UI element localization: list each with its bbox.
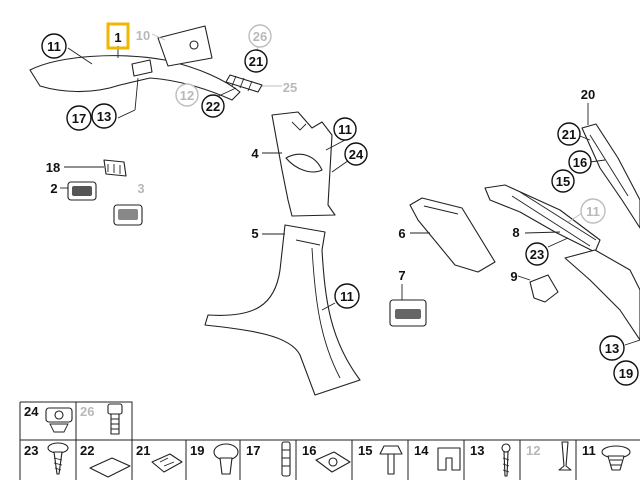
legend-16-nut-icon bbox=[315, 451, 351, 473]
callout-24[interactable]: 24 bbox=[349, 147, 364, 162]
legend-12-pin-icon bbox=[558, 441, 572, 471]
callout-25[interactable]: 25 bbox=[283, 80, 297, 95]
legend-12: 12 bbox=[526, 443, 540, 458]
callout-6[interactable]: 6 bbox=[398, 226, 405, 241]
callout-10[interactable]: 10 bbox=[136, 28, 150, 43]
legend-22: 22 bbox=[80, 443, 94, 458]
callout-19[interactable]: 19 bbox=[619, 366, 633, 381]
callout-5[interactable]: 5 bbox=[251, 226, 258, 241]
legend-17-pin-icon bbox=[281, 441, 291, 477]
legend-23: 23 bbox=[24, 443, 38, 458]
callout-11-low[interactable]: 11 bbox=[340, 289, 354, 304]
part-18-clip bbox=[103, 159, 127, 177]
legend-table: 24 26 23 22 21 19 bbox=[19, 401, 640, 480]
part-20-pillar bbox=[581, 123, 640, 229]
legend-14: 14 bbox=[414, 443, 429, 458]
legend-16: 16 bbox=[302, 443, 316, 458]
legend-13: 13 bbox=[470, 443, 484, 458]
part-1-trim bbox=[29, 25, 263, 101]
callout-21-top[interactable]: 21 bbox=[249, 54, 263, 69]
part-3-switch bbox=[113, 204, 143, 226]
callout-15[interactable]: 15 bbox=[556, 174, 570, 189]
legend-24: 24 bbox=[24, 404, 39, 419]
legend-23-screw-icon bbox=[47, 442, 69, 475]
legend-26-screw-icon bbox=[107, 403, 123, 435]
legend-21-clip-icon bbox=[151, 453, 183, 473]
part-5-pillar-lower bbox=[204, 224, 361, 396]
callout-16[interactable]: 16 bbox=[573, 155, 587, 170]
legend-19-rivet-icon bbox=[213, 443, 239, 475]
legend-15: 15 bbox=[358, 443, 372, 458]
legend-22-pad-icon bbox=[89, 457, 131, 478]
legend-21: 21 bbox=[136, 443, 150, 458]
callout-3[interactable]: 3 bbox=[137, 181, 144, 196]
callout-12-top[interactable]: 12 bbox=[180, 88, 194, 103]
callout-1[interactable]: 1 bbox=[114, 30, 121, 45]
callout-4[interactable]: 4 bbox=[251, 146, 259, 161]
callout-11-right[interactable]: 11 bbox=[586, 204, 600, 219]
callout-11-mid[interactable]: 11 bbox=[338, 122, 352, 137]
highlight-box bbox=[106, 22, 130, 50]
part-9-cap bbox=[529, 274, 559, 303]
callout-9[interactable]: 9 bbox=[510, 269, 517, 284]
callout-11-top[interactable]: 11 bbox=[47, 39, 61, 54]
callout-20[interactable]: 20 bbox=[581, 87, 595, 102]
callout-23[interactable]: 23 bbox=[530, 247, 544, 262]
callout-17[interactable]: 17 bbox=[72, 111, 86, 126]
legend-24-clip-icon bbox=[45, 407, 73, 433]
part-6-trim bbox=[409, 197, 496, 273]
callout-21-right[interactable]: 21 bbox=[562, 127, 576, 142]
callout-8[interactable]: 8 bbox=[512, 225, 519, 240]
part-2-switch bbox=[67, 181, 97, 201]
legend-19: 19 bbox=[190, 443, 204, 458]
legend-11-grommet-icon bbox=[601, 445, 631, 471]
legend-11: 11 bbox=[582, 443, 596, 458]
legend-14-clip-icon bbox=[437, 447, 461, 471]
callout-2[interactable]: 2 bbox=[50, 181, 57, 196]
callout-13-right[interactable]: 13 bbox=[605, 341, 619, 356]
callout-22[interactable]: 22 bbox=[206, 99, 220, 114]
part-7-switch bbox=[389, 299, 427, 327]
legend-26: 26 bbox=[80, 404, 94, 419]
part-8-trim bbox=[484, 184, 640, 341]
legend-13-screw-icon bbox=[501, 443, 511, 477]
part-4-pillar-upper bbox=[271, 111, 336, 217]
callout-18[interactable]: 18 bbox=[46, 160, 60, 175]
callout-26[interactable]: 26 bbox=[253, 29, 267, 44]
callout-13-top[interactable]: 13 bbox=[97, 109, 111, 124]
legend-17: 17 bbox=[246, 443, 260, 458]
legend-15-bolt-icon bbox=[379, 445, 403, 475]
callout-7[interactable]: 7 bbox=[398, 268, 405, 283]
